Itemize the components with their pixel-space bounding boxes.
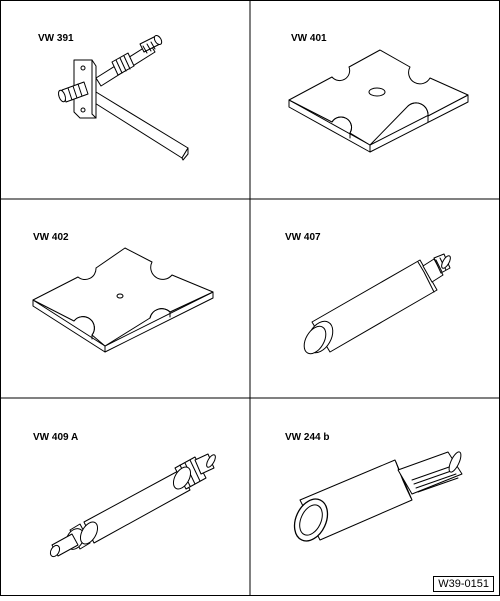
press-mandrel-icon	[49, 453, 216, 558]
press-sleeve-icon	[293, 451, 463, 542]
tensioning-device-icon	[58, 34, 189, 161]
tool-label: VW 401	[291, 33, 327, 44]
press-piece-icon	[303, 253, 451, 355]
tool-label: VW 402	[33, 232, 69, 243]
tool-label: VW 391	[38, 33, 74, 44]
thrust-plate-icon	[288, 49, 469, 153]
thrust-plate-icon	[32, 247, 214, 353]
tool-label: VW 407	[285, 232, 321, 243]
figure-id: W39-0151	[433, 576, 494, 592]
tool-label: VW 244 b	[285, 432, 330, 443]
tool-label: VW 409 A	[33, 432, 79, 443]
